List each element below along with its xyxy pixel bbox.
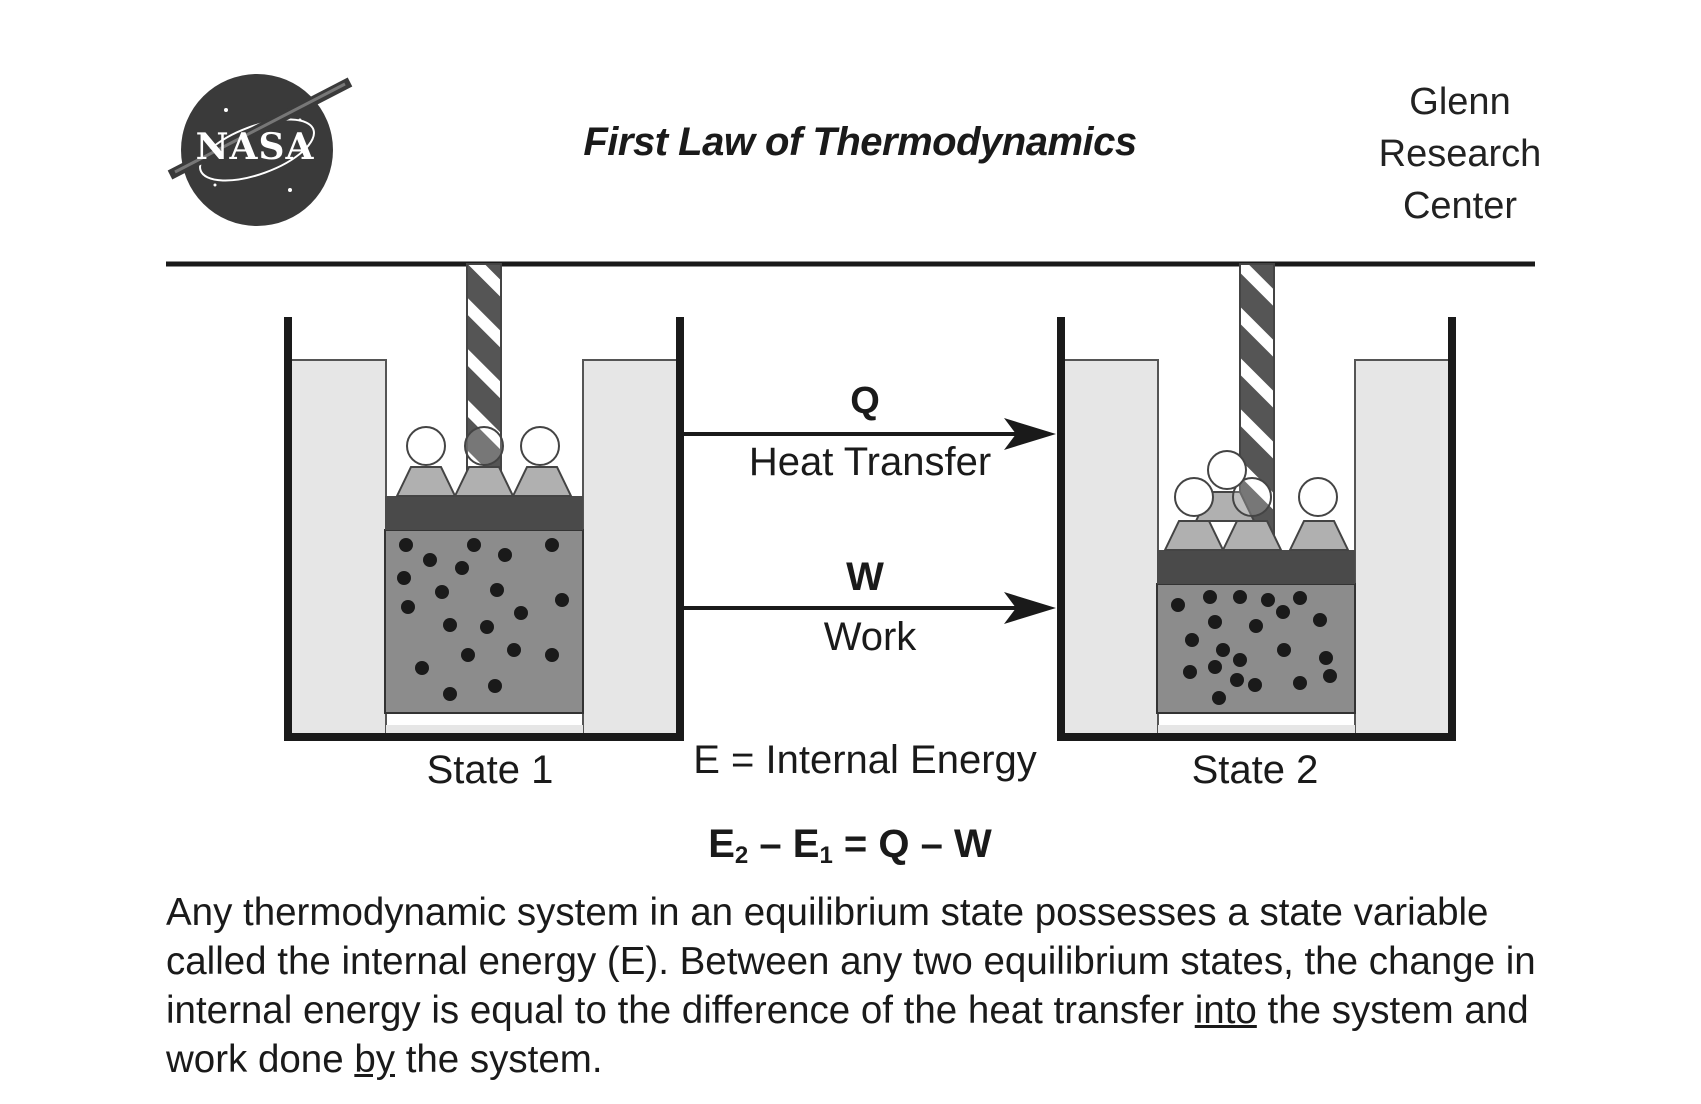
- paragraph-text: the system and work done: [166, 989, 1529, 1081]
- state2-label: State 2: [1191, 748, 1319, 792]
- center-line: Research: [1378, 133, 1542, 175]
- equation-minus: –: [748, 822, 793, 866]
- equation-e2: E: [708, 822, 735, 866]
- state2-container: [1057, 263, 1456, 741]
- paragraph-text: the system.: [395, 1038, 603, 1081]
- state2-weights: [1163, 491, 1350, 551]
- equation-rhs: = Q – W: [832, 822, 992, 866]
- state1-label: State 1: [426, 748, 554, 792]
- paragraph-into: into: [1194, 989, 1257, 1032]
- state1-piston: [385, 496, 583, 530]
- first-law-equation: E2 – E1 = Q – W: [700, 822, 1000, 870]
- equation-e2-sub: 2: [734, 842, 749, 869]
- nasa-logo: [167, 74, 353, 226]
- heat-label: Heat Transfer: [748, 440, 992, 484]
- state2-piston: [1157, 550, 1355, 584]
- work-symbol: W: [846, 555, 884, 599]
- paragraph-text: Any thermodynamic system in an equilibri…: [166, 891, 1536, 1032]
- center-name: Glenn Research Center: [1330, 76, 1590, 232]
- equation-e1-sub: 1: [819, 842, 833, 869]
- nasa-logo-text: NASA: [195, 126, 315, 168]
- internal-energy-label: E = Internal Energy: [693, 738, 1037, 782]
- page-title: First Law of Thermodynamics: [583, 120, 1137, 164]
- state2-molecules: [1171, 590, 1337, 705]
- heat-arrow: [684, 418, 1056, 450]
- center-line: Glenn: [1409, 81, 1511, 123]
- state1-weights: [395, 466, 573, 497]
- explanation-paragraph: Any thermodynamic system in an equilibri…: [166, 888, 1566, 1084]
- state2-gas: [1156, 583, 1356, 714]
- heat-symbol: Q: [850, 380, 880, 422]
- state1-molecules: [397, 538, 569, 701]
- state1-rod: [466, 263, 502, 497]
- equation-e1: E: [792, 822, 820, 866]
- center-line: Center: [1402, 185, 1518, 227]
- work-arrow: [684, 592, 1056, 624]
- work-label: Work: [823, 615, 917, 659]
- state1-container: [284, 263, 684, 741]
- paragraph-by: by: [354, 1038, 395, 1081]
